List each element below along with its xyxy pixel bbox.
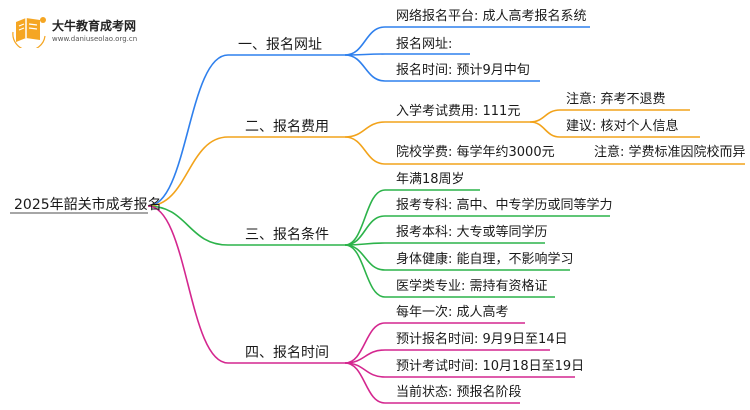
- root-node-label: 2025年韶关市成考报名: [14, 197, 162, 213]
- branch-1-to-leaf-3: [344, 54, 386, 82]
- branch-1-leaf-1: 网络报名平台: 成人高考报名系统: [396, 9, 587, 24]
- branch-2-leaf-1: 入学考试费用: 111元: [396, 104, 521, 119]
- branch-3-leaf-2: 报考专科: 高中、中专学历或同等学力: [396, 198, 613, 213]
- branch-4-leaf-2: 预计报名时间: 9月9日至14日: [396, 332, 568, 347]
- branch-3-label: 三、报名条件: [245, 227, 329, 243]
- branch-1-leaf-2: 报名网址:: [396, 37, 453, 52]
- branch-2-leaf-2-sub-1: 注意: 学费标准因院校而异: [594, 145, 746, 160]
- branch-3-to-leaf-2: [344, 215, 386, 246]
- watermark-site-url: www.daniuseolao.org.cn: [52, 35, 138, 43]
- branch-1-leaf-3: 报名时间: 预计9月中旬: [396, 63, 530, 78]
- branch-1-to-leaf-1: [344, 26, 386, 56]
- root-to-branch-2: [147, 136, 229, 207]
- branch-2-leaf-2: 院校学费: 每学年约3000元: [396, 145, 555, 160]
- branch-2-label: 二、报名费用: [245, 119, 329, 135]
- logo-icon: [10, 14, 48, 51]
- watermark-site-name: 大牛教育成考网: [52, 19, 137, 33]
- branch-3-leaf-3: 报考本科: 大专或等同学历: [396, 225, 548, 240]
- mindmap-edges: [10, 26, 745, 404]
- branch-2-leaf-1-to-sub-2: [529, 121, 561, 138]
- branch-3-leaf-4: 身体健康: 能自理，不影响学习: [396, 252, 574, 267]
- branch-2-to-leaf-2: [344, 136, 386, 165]
- branch-2-to-leaf-1: [344, 121, 386, 138]
- root-to-branch-3: [147, 205, 229, 246]
- branch-3-to-leaf-5: [344, 244, 386, 298]
- root-to-branch-1: [147, 54, 229, 207]
- branch-1-label: 一、报名网址: [238, 37, 322, 53]
- branch-4-to-leaf-4: [344, 362, 386, 404]
- branch-3-leaf-1: 年满18周岁: [396, 172, 465, 187]
- branch-4-leaf-4: 当前状态: 预报名阶段: [396, 385, 522, 400]
- branch-3-leaf-5: 医学类专业: 需持有资格证: [396, 279, 548, 294]
- root-to-branch-4: [147, 205, 229, 364]
- branch-2-leaf-1-to-sub-1: [529, 109, 561, 123]
- branch-4-leaf-1: 每年一次: 成人高考: [396, 305, 509, 320]
- branch-2-leaf-1-sub-1: 注意: 弃考不退费: [566, 92, 666, 107]
- branch-4-leaf-3: 预计考试时间: 10月18日至19日: [396, 359, 585, 374]
- branch-4-to-leaf-1: [344, 322, 386, 364]
- logo-book-shape: [12, 17, 46, 51]
- branch-4-label: 四、报名时间: [245, 345, 329, 361]
- branch-3-to-leaf-4: [344, 244, 386, 271]
- branch-2-leaf-1-sub-2: 建议: 核对个人信息: [566, 119, 679, 134]
